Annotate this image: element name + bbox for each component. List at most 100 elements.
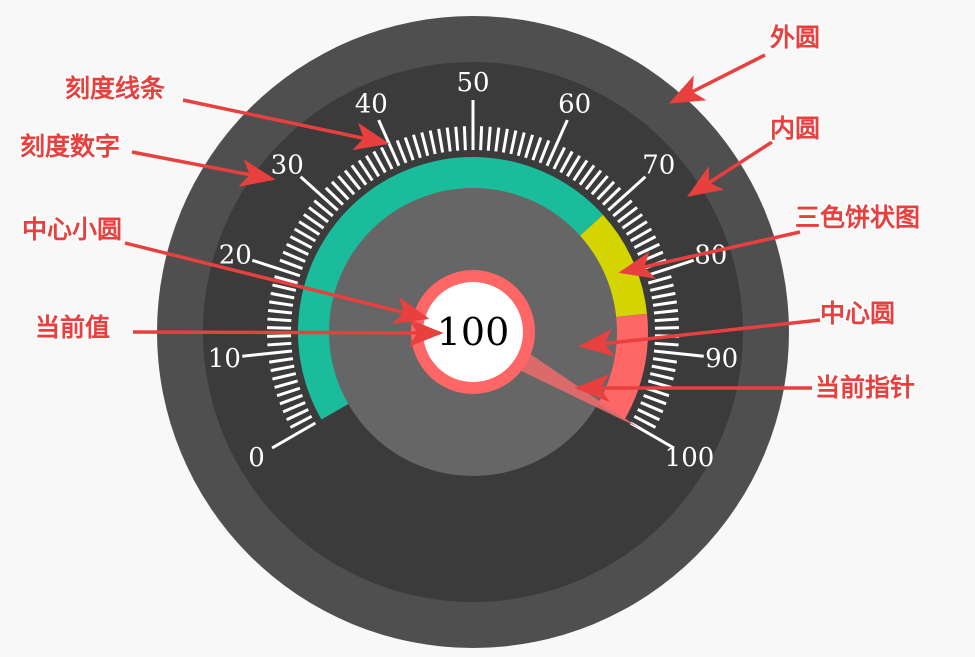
tick-label: 20 [219,241,252,271]
minor-tick [365,155,381,178]
arrow-tick-lines [182,98,390,151]
minor-tick [531,136,543,161]
arrow-current-value [132,318,444,347]
arrow-outer-circle [668,53,766,104]
minor-tick [308,206,329,224]
minor-tick [538,139,551,164]
minor-tick [293,227,317,243]
minor-tick [337,175,356,196]
minor-tick [501,128,509,153]
minor-tick [654,317,679,323]
major-tick [242,349,293,358]
minor-tick [270,291,295,300]
minor-tick [486,126,492,151]
minor-tick [330,180,350,201]
minor-tick [445,127,452,152]
minor-tick [380,146,394,170]
minor-tick [298,220,321,236]
minor-tick [651,291,676,300]
minor-tick [572,159,589,182]
arrow-inner-circle [687,140,773,197]
minor-tick [578,164,596,186]
minor-tick [494,127,501,152]
minor-tick [633,235,657,250]
minor-tick [596,180,616,201]
pie-segment-0 [297,156,604,420]
label-center-small-circle: 中心小圆 [22,215,122,244]
minor-tick [267,334,292,338]
minor-tick [279,394,303,406]
minor-tick [654,341,679,347]
minor-tick [552,146,566,170]
minor-tick [270,364,295,373]
tick-label: 70 [642,151,675,181]
minor-tick [285,242,309,256]
minor-tick [279,258,303,270]
minor-tick [268,357,294,364]
center-small-circle [423,282,523,382]
label-current-pointer: 当前指针 [815,373,915,402]
minor-tick [654,326,679,330]
label-outer-circle: 外圆 [770,23,820,52]
minor-tick [509,130,518,155]
minor-tick [649,372,674,381]
minor-tick [633,414,657,429]
minor-tick [479,126,484,151]
minor-tick [289,414,313,429]
minor-tick [652,357,678,364]
tick-label: 30 [271,151,304,181]
minor-tick [357,159,374,182]
label-current-value: 当前值 [35,313,110,342]
minor-tick [420,132,430,157]
minor-tick [272,283,297,292]
annotations [124,53,821,402]
major-tick [251,258,301,278]
current-value: 100 [437,310,510,354]
minor-tick [268,300,294,307]
minor-tick [652,300,678,307]
major-tick [271,421,317,450]
tick-label: 50 [456,68,489,98]
arrow-tricolor-pie [618,230,801,279]
minor-tick [343,169,362,191]
label-center-circle: 中心圆 [820,299,895,328]
minor-tick [590,175,609,196]
major-tick [653,349,704,358]
tick-label: 0 [248,443,265,473]
label-inner-circle: 内圆 [770,114,820,143]
major-tick [545,119,569,167]
tick-label: 90 [705,344,738,374]
minor-tick [302,213,325,230]
arrow-center-small-circle [124,241,430,324]
minor-tick [524,134,534,159]
minor-tick [403,136,415,161]
minor-tick [350,164,368,186]
minor-tick [372,150,387,174]
minor-tick [437,128,445,153]
minor-tick [637,408,661,422]
minor-tick [559,150,574,174]
tick-lines [242,100,704,450]
minor-tick [640,401,664,414]
tick-label: 10 [208,344,241,374]
arrow-tick-numbers [131,150,276,187]
minor-tick [601,186,622,206]
minor-tick [565,155,581,178]
minor-tick [267,326,292,330]
tick-label: 40 [355,90,388,120]
minor-tick [274,275,299,285]
arrow-center-circle [578,318,821,357]
minor-tick [267,308,293,315]
major-tick [607,175,647,212]
minor-tick [621,213,644,230]
label-tick-numbers: 刻度数字 [20,132,120,161]
minor-tick [395,139,408,164]
minor-tick [267,317,292,323]
minor-tick [454,126,460,151]
tick-label: 100 [665,443,715,473]
minor-tick [313,199,334,218]
pie-segment-1 [577,214,648,318]
label-tricolor-pie: 三色饼状图 [795,203,920,232]
minor-tick [282,250,306,263]
